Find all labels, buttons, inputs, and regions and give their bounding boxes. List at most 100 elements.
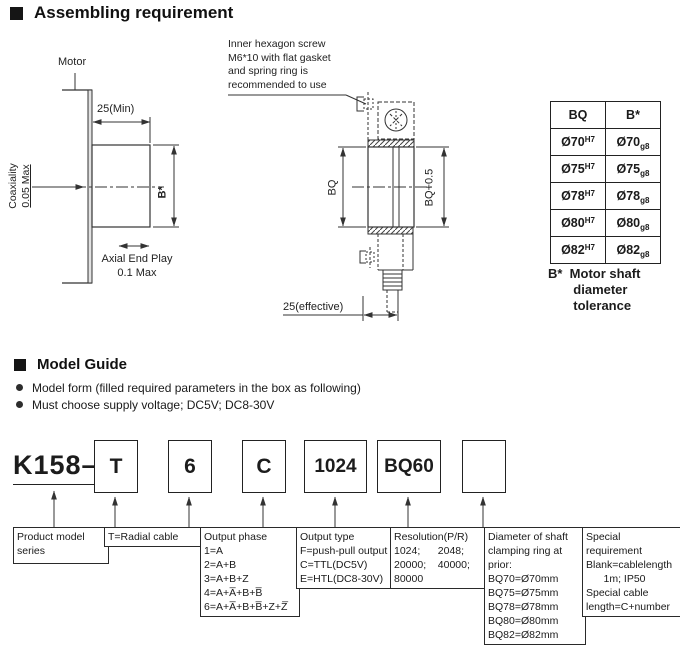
desc-ring-diameter: Diameter of shaft clamping ring at prior: B… [484,527,586,645]
code-box-resolution: 1024 [304,440,367,493]
text-line: Blank=cablelength [586,559,673,571]
text-line: 3=A+B+Z [204,573,249,585]
bq-cell: Ø80H7 [550,209,606,237]
text-line: length=C+number [586,601,671,613]
text-line: clamping ring at [488,545,563,557]
dim-25min-label: 25(Min) [97,103,135,115]
text-line: 1=A [204,545,223,557]
bq-cell: Ø78H7 [550,182,606,210]
assembling-title: Assembling requirement [34,3,234,22]
bullet-supply-voltage-text: Must choose supply voltage; DC5V; DC8-30… [32,398,275,412]
axial-end-play-label: Axial End Play 0.1 Max [93,252,181,280]
text-line: BQ80=Ø80mm [488,615,559,627]
text-line: 80000 [394,573,424,585]
bullet-model-form-text: Model form (filled required parameters i… [32,381,361,395]
text-line: BQ82=Ø82mm [488,629,559,641]
square-bullet-icon [14,358,26,371]
text-line: tolerance [548,298,632,313]
text-line: Special [586,531,621,543]
axial-line1: Axial End Play [101,253,173,265]
desc-resolution: Resolution(P/R) 1024; 2048; 20000; 40000; 8… [390,527,488,589]
encoder-section-drawing [228,92,449,321]
desc-cable: T=Radial cable [104,527,205,547]
code-box-cable: T [94,440,138,493]
table-caption: B* Motor shaft diameter tolerance [548,266,640,314]
coaxiality-line1: Coaxiality [7,163,19,209]
code-box-special [462,440,506,493]
text-line: Inner hexagon screw [228,38,326,50]
dim-bq-label: BQ [326,179,339,196]
bullet-supply-voltage: Must choose supply voltage; DC5V; DC8-30… [16,398,656,412]
model-pointer-arrows [51,490,486,527]
text-line: B* Motor shaft [548,266,641,281]
text-line: 1m; IP50 [586,573,646,585]
text-line: M6*10 with flat gasket [228,51,331,64]
model-prefix: K158– [13,450,100,485]
bullet-dot-icon [16,401,23,408]
bullet-dot-icon [16,384,23,391]
text-line: C=TTL(DC5V) [300,559,368,571]
square-bullet-icon [10,6,23,20]
text-line: E=HTL(DC8-30V) [300,573,384,585]
text-line: Product model [17,531,85,543]
text-line: F=push-pull output [300,545,388,557]
desc-output-phase: Output phase 1=A 2=A+B 3=A+B+Z 4=A+A̅+B+B̅ 6=… [200,527,300,617]
dim-bq05-label: BQ+0.5 [423,168,436,207]
b-cell: Ø82g8 [605,236,661,264]
assembling-title-row: Assembling requirement [10,3,233,23]
text-line: Resolution(P/R) [394,531,469,543]
col-header-bq: BQ [550,101,606,129]
text-line: T=Radial cable [108,531,179,543]
text-line: recommended to use [228,78,327,91]
text-line: 4=A+A̅+B+B̅ [204,587,263,599]
code-box-phase: 6 [168,440,212,493]
code-box-output: C [242,440,286,493]
model-guide-title: Model Guide [37,356,127,373]
text-line: Diameter of shaft [488,531,568,543]
text-line: BQ78=Ø78mm [488,601,559,613]
bq-cell: Ø82H7 [550,236,606,264]
desc-product-series: Product model series [13,527,109,564]
bq-cell: Ø75H7 [550,155,606,183]
b-cell: Ø75g8 [605,155,661,183]
axial-line2: 0.1 Max [117,267,157,279]
text-line: prior: [488,559,512,571]
col-header-b: B* [605,101,661,129]
shaft-diameter-dim-label: B* [156,186,169,199]
b-cell: Ø80g8 [605,209,661,237]
bullet-model-form: Model form (filled required parameters i… [16,381,656,395]
table-header-row: BQ B* [550,101,661,129]
text-line: Output type [300,531,355,543]
text-line: Special cable [586,587,649,599]
text-line: 2=A+B [204,559,237,571]
code-box-ring: BQ60 [377,440,441,493]
text-line: 20000; 40000; [394,559,470,571]
model-guide-title-row: Model Guide [14,356,127,373]
b-cell: Ø70g8 [605,128,661,156]
motor-label: Motor [58,56,87,68]
text-line: series [17,545,46,557]
text-line: 6=A+A̅+B+B̅+Z+Z̅ [204,601,288,613]
coaxiality-line2: 0.05 Max [20,164,32,208]
text-line: Output phase [204,531,268,543]
text-line: BQ70=Ø70mm [488,573,559,585]
dim-25eff-label: 25(effective) [283,301,344,313]
text-line: 1024; 2048; [394,545,465,557]
text-line: diameter [548,282,628,297]
coaxiality-label: Coaxiality 0.05 Max [7,152,33,220]
b-cell: Ø78g8 [605,182,661,210]
bq-cell: Ø70H7 [550,128,606,156]
text-line: and spring ring is [228,65,308,77]
text-line: BQ75=Ø75mm [488,587,559,599]
